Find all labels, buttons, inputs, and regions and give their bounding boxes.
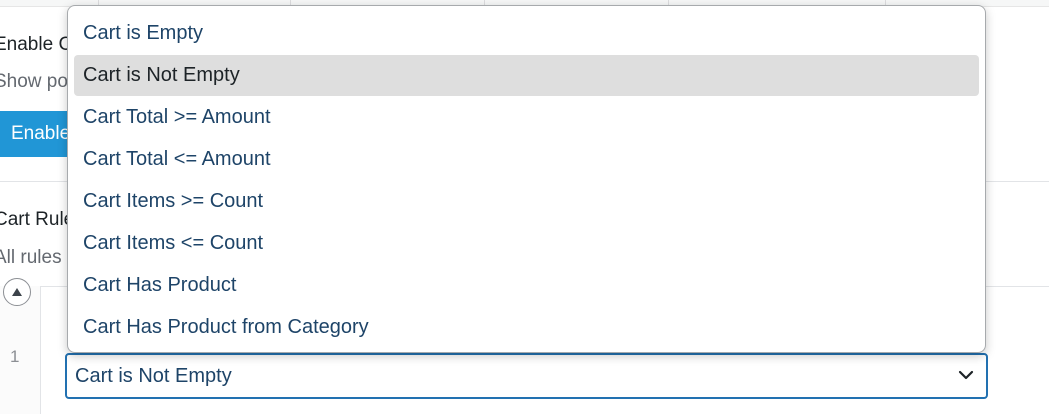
column-divider <box>98 0 99 6</box>
option-cart-is-empty[interactable]: Cart is Empty <box>83 22 204 44</box>
column-divider <box>668 0 669 6</box>
rule-number: 1 <box>10 347 20 366</box>
arrow-up-icon <box>12 288 22 296</box>
section-title: Cart Rule <box>0 209 75 230</box>
chevron-down-icon <box>958 370 974 380</box>
option-cart-has-product[interactable]: Cart Has Product <box>83 274 237 296</box>
option-cart-total-lte-amount[interactable]: Cart Total <= Amount <box>83 148 271 170</box>
row-handle-column <box>0 286 41 414</box>
option-cart-is-not-empty[interactable]: Cart is Not Empty <box>74 55 979 96</box>
setting-description: Show po <box>0 71 68 92</box>
column-divider <box>290 0 291 6</box>
condition-dropdown-list: Cart is Empty Cart is Not Empty Cart Tot… <box>67 5 986 353</box>
selected-value: Cart is Not Empty <box>75 365 232 387</box>
option-cart-has-product-from-category[interactable]: Cart Has Product from Category <box>83 316 369 338</box>
condition-select[interactable]: Cart is Not Empty <box>65 353 988 399</box>
move-up-button[interactable] <box>3 278 31 306</box>
option-cart-items-lte-count[interactable]: Cart Items <= Count <box>83 232 264 254</box>
option-cart-items-gte-count[interactable]: Cart Items >= Count <box>83 190 264 212</box>
option-cart-total-gte-amount[interactable]: Cart Total >= Amount <box>83 106 271 128</box>
section-description: All rules <box>0 247 62 268</box>
column-divider <box>885 0 886 6</box>
enable-setting-label: Enable C <box>0 34 73 55</box>
column-divider <box>484 0 485 6</box>
